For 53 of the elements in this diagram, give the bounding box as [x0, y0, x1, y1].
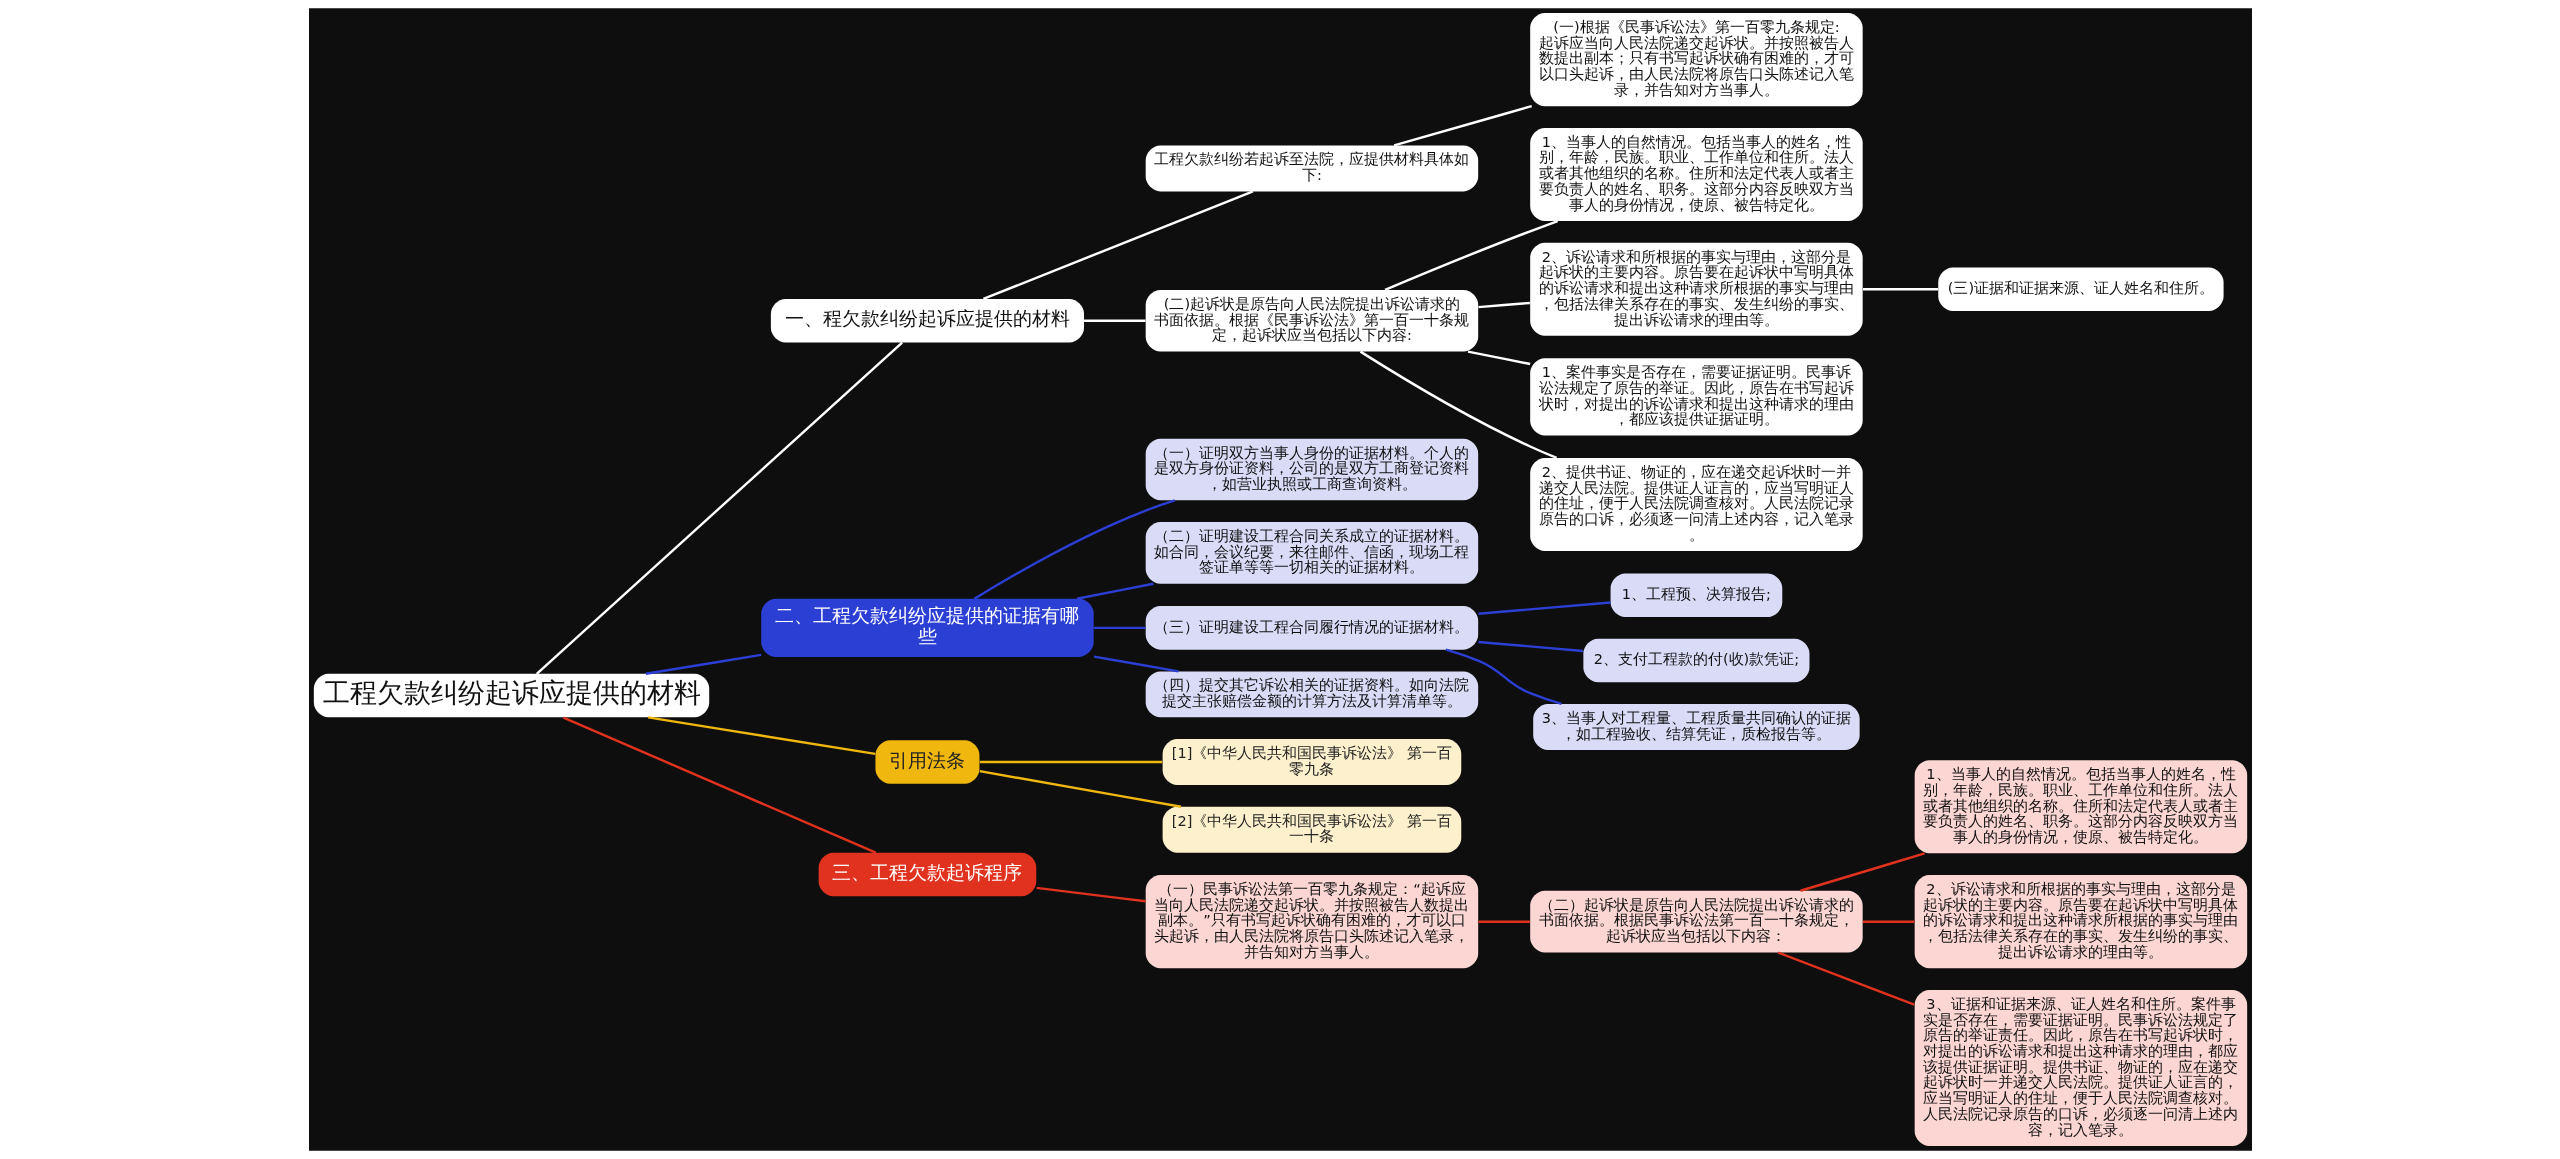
node-box: 3、证据和证据来源、证人姓名和住所。案件事实是否存在，需要证据证明。民事诉讼法规定了原告的举证责任。因此，原告在书写起诉状时，对提出的诉讼请求和提出这种请求的理由，都应该提供证据证明。提供书证、物证的，应在递交起诉状时一并递交人民法院。提供证人证言的，应当写明证人的住址，便于人民法院调查核对。人民法院记录原告的口诉，必须逐一问清上述内容，记入笔录。 — [1914, 990, 2247, 1146]
connector — [562, 716, 876, 854]
connector — [645, 653, 761, 675]
node-box: [2]《中华人民共和国民事诉讼法》 第一百一十条 — [1162, 806, 1461, 853]
node-box: 三、工程欠款起诉程序 — [818, 852, 1036, 897]
connector — [1076, 582, 1154, 600]
connector — [1384, 220, 1558, 291]
node-box: 2、诉讼请求和所根据的事实与理由，这部分是起诉状的主要内容。原告要在起诉状中写明具体的诉讼请求和提出这种请求所根据的事实与理由，包括法律关系存在的事实、发生纠纷的事实、提出诉讼请求的理由等。 — [1529, 242, 1863, 336]
node-box: （二）起诉状是原告向人民法院提出诉讼请求的书面依据。根据民事诉讼法第一百一十条规定，起诉状应当包括以下内容： — [1529, 890, 1863, 953]
node-box: （二）证明建设工程合同关系成立的证据材料。如合同，会议纪要，来往邮件、信函，现场工程签证单等等一切相关的证据材料。 — [1145, 522, 1478, 584]
connector — [1477, 601, 1611, 615]
node-box: 3、当事人对工程量、工程质量共同确认的证据，如工程验收、结算凭证，质检报告等。 — [1532, 704, 1860, 750]
node-box: (三)证据和证据来源、证人姓名和住所。 — [1937, 267, 2224, 312]
node-box: (一)根据《民事诉讼法》第一百零九条规定:起诉应当向人民法院递交起诉状。并按照被告人数提出副本；只有书写起诉状确有困难的，才可以口头起诉，由人民法院将原告口头陈述记入笔录，并告知对方当事人。 — [1529, 13, 1863, 107]
connector — [1393, 105, 1532, 147]
connector — [979, 760, 1162, 764]
node-box: 2、支付工程款的付(收)款凭证; — [1582, 638, 1809, 683]
node-box: 工程欠款纠纷起诉应提供的材料 — [313, 673, 709, 718]
connector — [1799, 852, 1925, 892]
node-box: [1]《中华人民共和国民事诉讼法》 第一百零九条 — [1162, 739, 1461, 786]
connector — [1862, 920, 1914, 923]
connector — [1477, 640, 1583, 653]
node-box: 1、当事人的自然情况。包括当事人的姓名，性别，年龄，民族。职业、工作单位和住所。法人或者其他组织的名称。住所和法定代表人或者主要负责人的姓名、职务。这部分内容反映双方当事人的身份情况，使原、被告特定化。 — [1529, 127, 1863, 221]
connector — [1359, 350, 1557, 460]
node-box: 二、工程欠款纠纷应提供的证据有哪些 — [760, 598, 1094, 657]
connector — [1445, 648, 1562, 706]
node-box: （三）证明建设工程合同履行情况的证据材料。 — [1145, 606, 1478, 650]
node-box: 2、诉讼请求和所根据的事实与理由，这部分是起诉状的主要内容。原告要在起诉状中写明具体的诉讼请求和提出这种请求所根据的事实与理由，包括法律关系存在的事实、发生纠纷的事实、提出诉讼请求的理由等。 — [1914, 875, 2247, 969]
node-box: 引用法条 — [874, 740, 979, 784]
connector — [1478, 920, 1530, 923]
connector — [1862, 288, 1938, 291]
node-box: （一）民事诉讼法第一百零九条规定：“起诉应当向人民法院递交起诉状。并按照被告人数提出副本。”只有书写起诉状确有困难的，才可以口头起诉，由人民法院将原告口头陈述记入笔录，并告知对方当事人。 — [1145, 875, 1478, 969]
connector — [1083, 319, 1145, 322]
connector — [1093, 626, 1145, 630]
connector — [647, 716, 875, 756]
connector — [973, 499, 1175, 600]
connector — [1035, 886, 1146, 903]
connector — [1467, 350, 1530, 366]
node-box: 一、程欠款纠纷起诉应提供的材料 — [770, 299, 1084, 343]
connector — [1477, 301, 1530, 309]
connector — [982, 190, 1253, 301]
node-box: （一）证明双方当事人身份的证据材料。个人的是双方身份证资料，公司的是双方工商登记资料，如营业执照或工商查询资料。 — [1145, 438, 1478, 501]
node-box: 工程欠款纠纷若起诉至法院，应提供材料具体如下: — [1145, 145, 1478, 192]
connector — [535, 341, 903, 675]
connector — [1777, 951, 1915, 1006]
node-box: (二)起诉状是原告向人民法院提出诉讼请求的书面依据。根据《民事诉讼法》第一百一十条规定，起诉状应当包括以下内容: — [1145, 289, 1478, 352]
connector — [979, 769, 1181, 808]
node-box: 1、工程预、决算报告; — [1610, 573, 1782, 617]
node-box: 1、当事人的自然情况。包括当事人的姓名，性别，年龄，民族。职业、工作单位和住所。法人或者其他组织的名称。住所和法定代表人或者主要负责人的姓名、职务。这部分内容反映双方当事人的身份情况，使原、被告特定化。 — [1914, 760, 2247, 854]
node-box: 1、案件事实是否存在，需要证据证明。民事诉讼法规定了原告的举证。因此，原告在书写起诉状时，对提出的诉讼请求和提出这种请求的理由，都应该提供证据证明。 — [1529, 358, 1863, 436]
connector — [1093, 655, 1179, 673]
node-box: （四）提交其它诉讼相关的证据资料。如向法院提交主张赔偿金额的计算方法及计算清单等。 — [1145, 671, 1478, 718]
node-box: 2、提供书证、物证的，应在递交起诉状时一并递交人民法院。提供证人证言的，应当写明证人的住址，便于人民法院调查核对。人民法院记录原告的口诉，必须逐一问清上述内容，记入笔录。 — [1529, 458, 1863, 552]
